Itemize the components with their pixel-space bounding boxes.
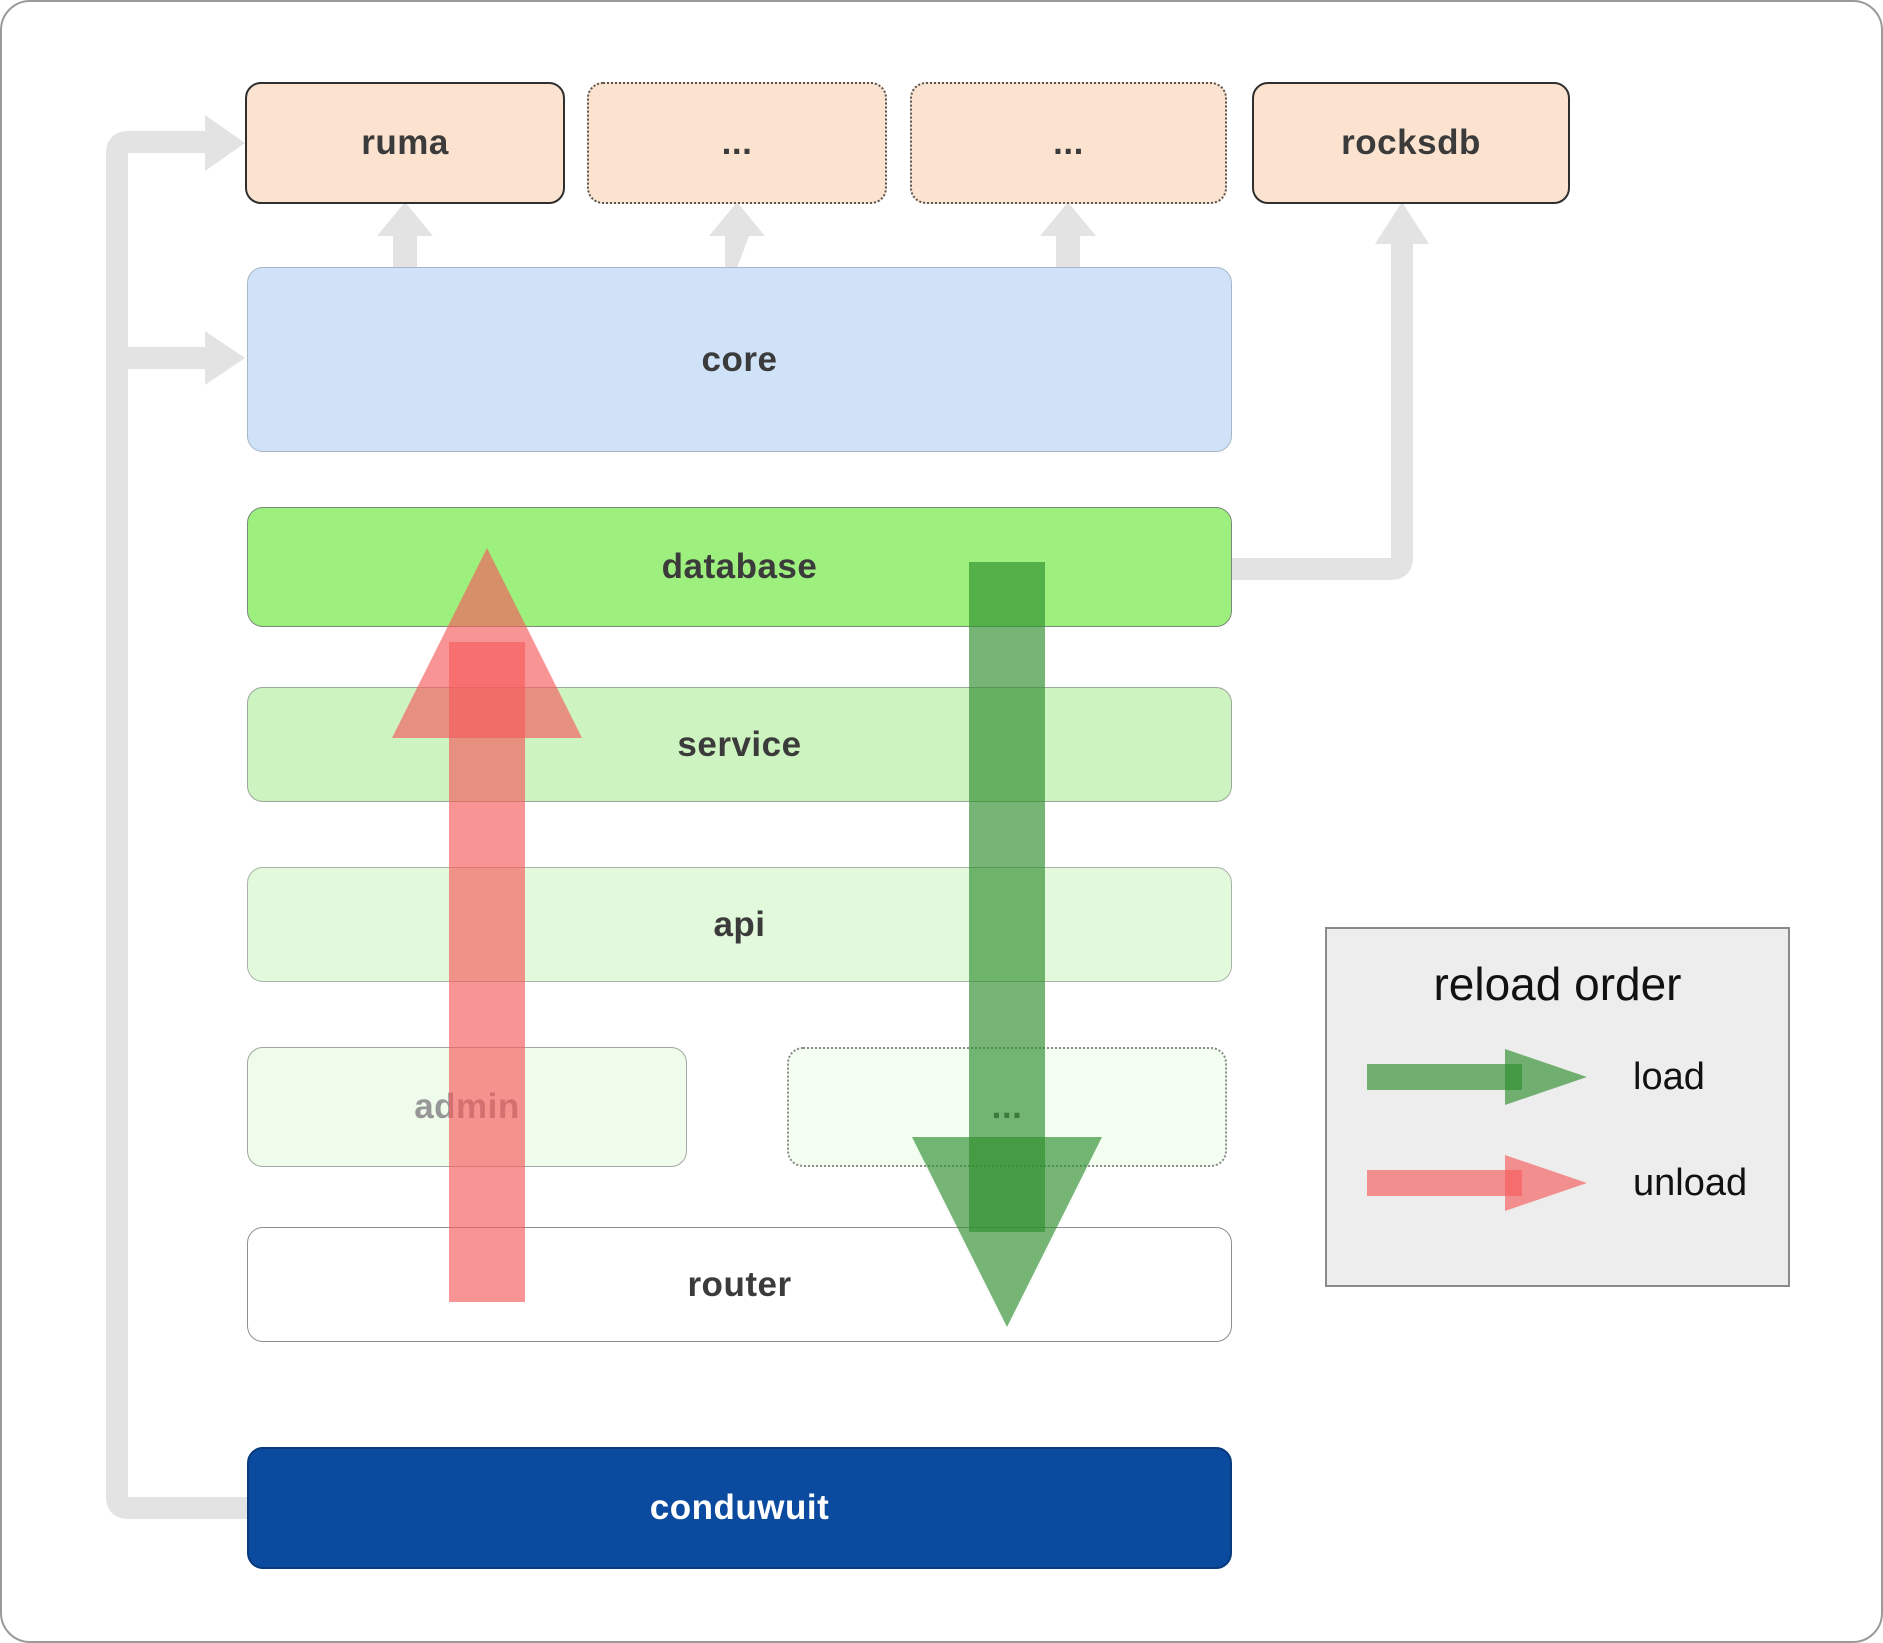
core-to-dots1-arrow — [709, 202, 765, 268]
node-admin-ellipsis: ... — [787, 1047, 1227, 1167]
database-to-rocksdb-arrowhead — [1375, 202, 1429, 244]
node-rocksdb: rocksdb — [1252, 82, 1570, 204]
node-ruma: ruma — [245, 82, 565, 204]
conduwuit-to-core-arrowhead — [205, 331, 245, 385]
core-to-dots2-arrow — [1040, 202, 1096, 268]
node-database: database — [247, 507, 1232, 627]
legend-load-label: load — [1633, 1055, 1705, 1098]
core-to-ruma-arrow — [377, 202, 433, 268]
node-admin: admin — [247, 1047, 687, 1167]
legend-unload-label: unload — [1633, 1161, 1748, 1204]
node-ellipsis-1: ... — [587, 82, 887, 204]
node-ellipsis-2: ... — [910, 82, 1227, 204]
database-to-rocksdb-line — [1232, 240, 1413, 580]
node-service: service — [247, 687, 1232, 802]
reload-order-legend: reload order load unload — [1325, 927, 1790, 1287]
node-api: api — [247, 867, 1232, 982]
legend-unload-row: unload — [1327, 1143, 1788, 1223]
load-arrow-icon — [1367, 1049, 1587, 1105]
node-router: router — [247, 1227, 1232, 1342]
node-core: core — [247, 267, 1232, 452]
unload-arrow-icon — [1367, 1155, 1587, 1211]
conduwuit-to-ruma-arrowhead — [205, 115, 245, 171]
node-conduwuit: conduwuit — [247, 1447, 1232, 1569]
legend-load-row: load — [1327, 1037, 1788, 1117]
legend-title: reload order — [1433, 958, 1682, 1010]
conduwuit-trunk-line — [106, 131, 247, 1519]
